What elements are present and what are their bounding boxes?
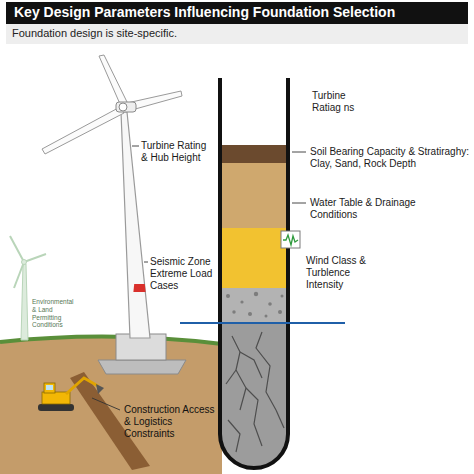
water-table-line (180, 322, 345, 324)
leader-lines (92, 146, 306, 410)
title: Key Design Parameters Influencing Founda… (14, 4, 464, 21)
hub (119, 103, 127, 111)
excavator (38, 378, 104, 411)
subtitle: Foundation design is site-specific. (12, 27, 462, 40)
parameter-label: Water Table & Drainage Conditions (310, 197, 430, 221)
column-outline (220, 78, 288, 468)
tower-band (133, 284, 145, 292)
turbine-blades (42, 55, 182, 154)
parameter-label: Seismic Zone Extreme Load Cases (150, 256, 216, 292)
subtitle-band (6, 24, 468, 44)
nacelle (116, 102, 136, 112)
note-label: Environmental & Land Permitting Conditio… (32, 298, 76, 329)
parameter-label: Turbine Rating & Hub Height (141, 140, 215, 164)
parameter-label: Soil Bearing Capacity & Stratiraghy: Cla… (310, 146, 470, 170)
soil-column (218, 78, 290, 472)
ground (0, 336, 222, 474)
parameter-label: Wind Class & Turblence Intensity (306, 255, 372, 291)
parameter-label: Construction Access & Logistics Constrai… (124, 404, 216, 440)
grass (0, 336, 222, 344)
title-bar (6, 2, 468, 24)
wind-icon (281, 231, 300, 248)
layer-label: Turbine Ratiag ns (312, 90, 368, 114)
foundation-base (98, 360, 186, 374)
